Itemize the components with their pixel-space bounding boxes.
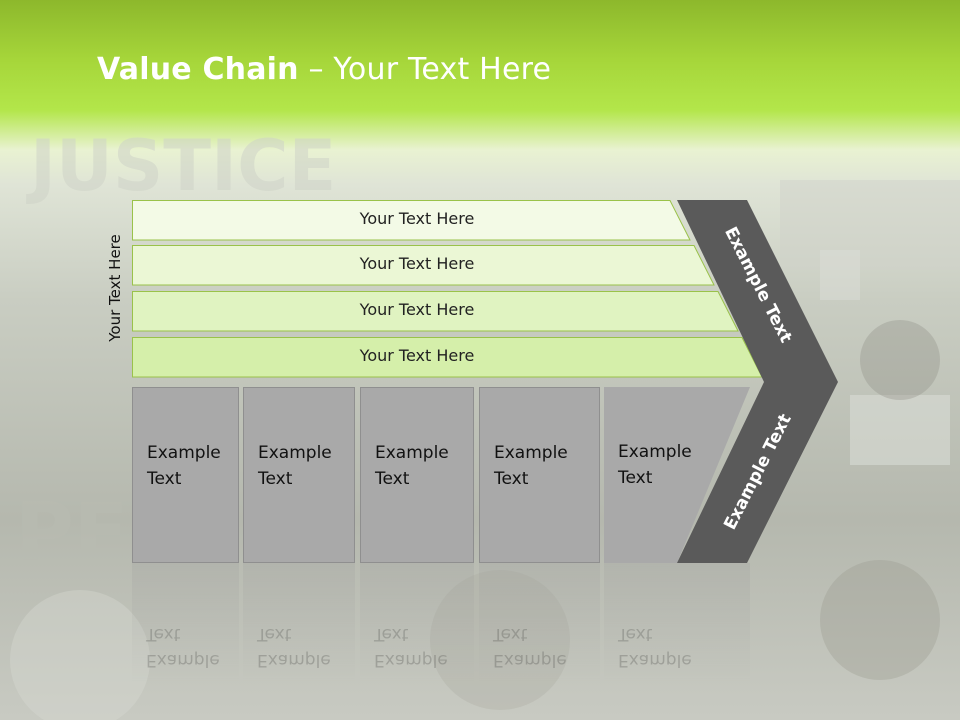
title-rest: – Your Text Here: [298, 52, 552, 87]
example-box-4: Example Text: [479, 387, 600, 563]
band-shape: [132, 291, 739, 332]
band-label: Your Text Here: [359, 300, 475, 319]
band-2: Your Text Here: [132, 245, 715, 286]
title-bold: Value Chain: [97, 52, 299, 87]
page-title: Value Chain – Your Text Here: [97, 52, 551, 87]
band-4: Your Text Here: [132, 337, 763, 378]
band-shape: [132, 200, 691, 241]
box-label: Example Text: [375, 443, 449, 489]
example-box-1: Example Text: [132, 387, 239, 563]
example-box-3: Example Text: [360, 387, 474, 563]
example-box-2: Example Text: [243, 387, 355, 563]
band-1: Your Text Here: [132, 200, 691, 241]
band-3: Your Text Here: [132, 291, 739, 332]
band-label: Your Text Here: [359, 346, 475, 365]
box-label: Example Text: [494, 443, 568, 489]
box-label: Example Text: [618, 442, 692, 488]
band-label: Your Text Here: [359, 254, 475, 273]
band-label: Your Text Here: [359, 209, 475, 228]
band-shape: [132, 245, 715, 286]
box-label: Example Text: [147, 443, 221, 489]
box-label: Example Text: [258, 443, 332, 489]
